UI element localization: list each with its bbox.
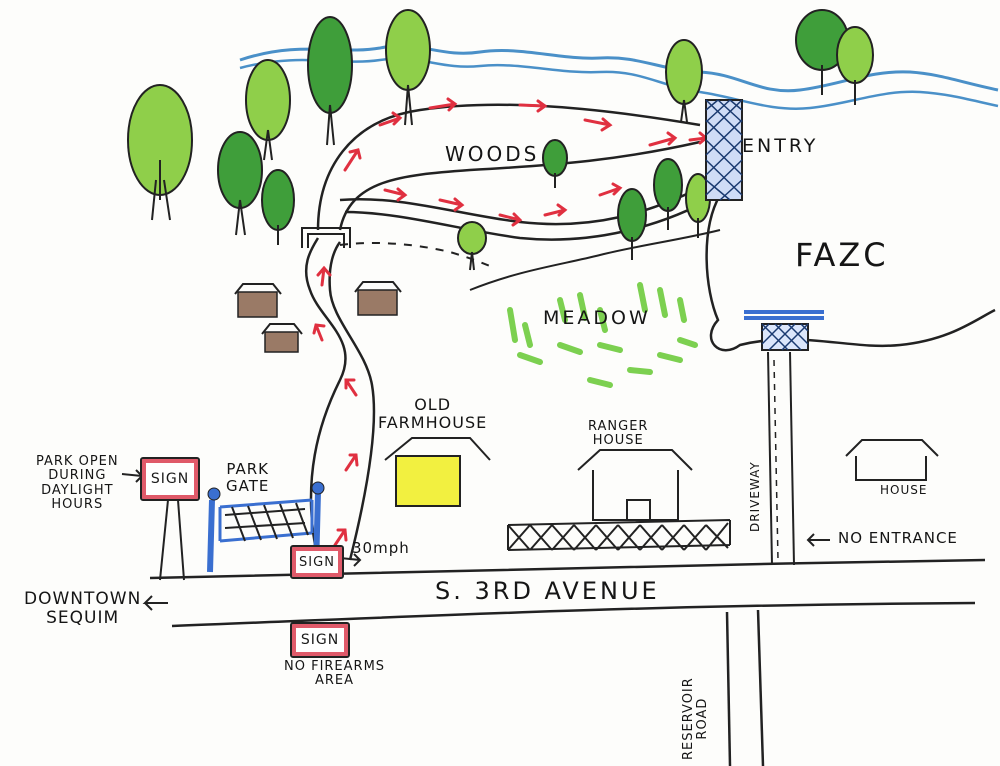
tree	[836, 26, 874, 105]
entry-gate	[705, 99, 743, 201]
tree	[217, 131, 263, 236]
avenue-label: S. 3RD AVENUE	[435, 577, 660, 605]
ranger-house-label: RANGER HOUSE	[588, 419, 649, 449]
park-sign-post	[159, 499, 185, 581]
driveway-label: DRIVEWAY	[748, 461, 762, 532]
old-farmhouse	[384, 437, 491, 507]
park-open-label: PARK OPEN DURING DAYLIGHT HOURS	[36, 454, 119, 512]
downtown-label: DOWNTOWN SEQUIM	[24, 589, 142, 628]
driveway	[767, 351, 795, 566]
reservoir-road	[725, 609, 765, 766]
tree	[685, 173, 711, 238]
trail-gate	[301, 227, 351, 248]
sheds	[234, 281, 402, 353]
tree	[385, 9, 431, 126]
tree	[261, 169, 295, 245]
woods-label: WOODS	[445, 142, 540, 166]
boundary-line	[469, 229, 721, 291]
avenue-road	[149, 558, 986, 628]
speed-limit-label: 30mph	[352, 539, 410, 557]
entry-label: ENTRY	[742, 135, 819, 157]
park-gate-label: PARK GATE	[226, 460, 270, 495]
tree	[127, 84, 193, 221]
meadow-label: MEADOW	[543, 307, 651, 329]
tree	[795, 9, 849, 95]
tree	[307, 16, 353, 146]
trees	[127, 9, 874, 271]
ranger-fence	[507, 519, 731, 551]
tree	[542, 139, 568, 188]
meadow-grass	[507, 282, 698, 388]
ranger-house	[577, 449, 693, 521]
house-label: HOUSE	[880, 483, 928, 497]
fazc-label: FAZC	[795, 236, 889, 274]
fazc-boundary	[705, 194, 996, 352]
tree	[617, 188, 647, 260]
trail	[304, 103, 719, 561]
trail-arrows	[312, 97, 709, 547]
no-entrance-label: NO ENTRANCE	[838, 529, 958, 547]
reservoir-road-label: RESERVOIR ROAD	[681, 677, 711, 760]
driveway-gate	[744, 310, 824, 351]
tree	[245, 59, 291, 161]
no-firearms-label: NO FIREARMS AREA	[284, 659, 386, 689]
old-farmhouse-label: OLD FARMHOUSE	[378, 395, 488, 432]
tree	[665, 39, 703, 123]
no-firearms-sign: SIGN	[290, 622, 350, 658]
park-hours-sign: SIGN	[140, 457, 200, 501]
tree	[457, 221, 487, 271]
speed-limit-sign: SIGN	[290, 545, 344, 579]
tree	[653, 158, 683, 230]
creek	[239, 44, 999, 110]
right-house	[845, 439, 939, 481]
